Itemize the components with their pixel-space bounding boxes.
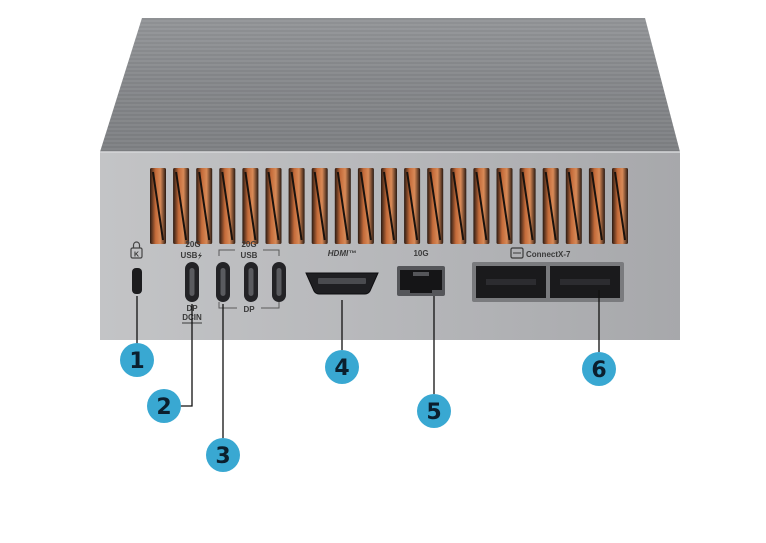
usb-c-port-group: 20G USB DP — [216, 240, 286, 314]
callout-5: 5 — [417, 394, 451, 428]
callout-1: 1 — [120, 343, 154, 377]
callout-4: 4 — [325, 350, 359, 384]
svg-text:5: 5 — [426, 400, 441, 425]
callout-3: 3 — [206, 438, 240, 472]
lock-slot — [132, 268, 142, 294]
vent-slot-shadow — [498, 171, 511, 241]
network-connector-icon — [510, 247, 524, 259]
qsfp-port-group: ConnectX-7 — [472, 247, 624, 302]
svg-text:6: 6 — [591, 358, 606, 383]
kensington-lock: K — [130, 241, 143, 294]
callout-2: 2 — [147, 389, 181, 423]
svg-text:1: 1 — [129, 349, 144, 374]
svg-text:2: 2 — [156, 395, 171, 420]
vent-slot-shadow — [521, 171, 534, 241]
vent-slot-shadow — [152, 171, 164, 241]
usb-power-name-label: USB — [181, 251, 198, 260]
usb-group-dp-label: DP — [243, 305, 255, 314]
qsfp-label: ConnectX-7 — [526, 250, 571, 259]
hdmi-port: HDMI™ — [305, 249, 379, 295]
vent-slot-shadow — [452, 171, 465, 241]
callout-6: 6 — [582, 352, 616, 386]
vent-slot-shadow — [244, 171, 257, 241]
vent-slot-shadow — [544, 171, 557, 241]
usb-power-icon — [198, 252, 202, 260]
vent-slot-shadow — [383, 171, 395, 241]
chassis-top — [100, 18, 680, 152]
vent-slot-shadow — [429, 171, 442, 241]
usb-c-port — [272, 262, 286, 302]
vent-slot-shadow — [475, 171, 488, 241]
usb-c-port — [244, 262, 258, 302]
vent-slot-shadow — [406, 171, 419, 241]
vent-slot-shadow — [221, 171, 234, 241]
vent-slot-shadow — [290, 171, 303, 241]
svg-text:4: 4 — [334, 356, 349, 381]
usb-c-port — [216, 262, 230, 302]
vent-slot-shadow — [614, 171, 626, 241]
ethernet-port: 10G — [397, 249, 445, 296]
vent-slot-shadow — [567, 171, 580, 241]
svg-text:K: K — [134, 252, 139, 259]
hdmi-label: HDMI™ — [328, 249, 356, 258]
vent-slot-shadow — [336, 171, 349, 241]
svg-text:3: 3 — [215, 444, 230, 469]
vent-grille — [150, 168, 628, 244]
ethernet-label: 10G — [413, 249, 428, 258]
kensington-lock-icon: K — [130, 241, 143, 259]
vent-slot-shadow — [590, 171, 603, 241]
usb-group-name-label: USB — [241, 251, 258, 260]
vent-slot-shadow — [359, 171, 372, 241]
vent-slot-shadow — [267, 171, 280, 241]
vent-slot-shadow — [175, 171, 188, 241]
usb-power-speed-label: 20G — [185, 240, 200, 249]
vent-slot-shadow — [198, 171, 211, 241]
vent-slot-shadow — [313, 171, 326, 241]
usb-group-speed-label: 20G — [241, 240, 256, 249]
callout-leaders — [136, 290, 600, 438]
